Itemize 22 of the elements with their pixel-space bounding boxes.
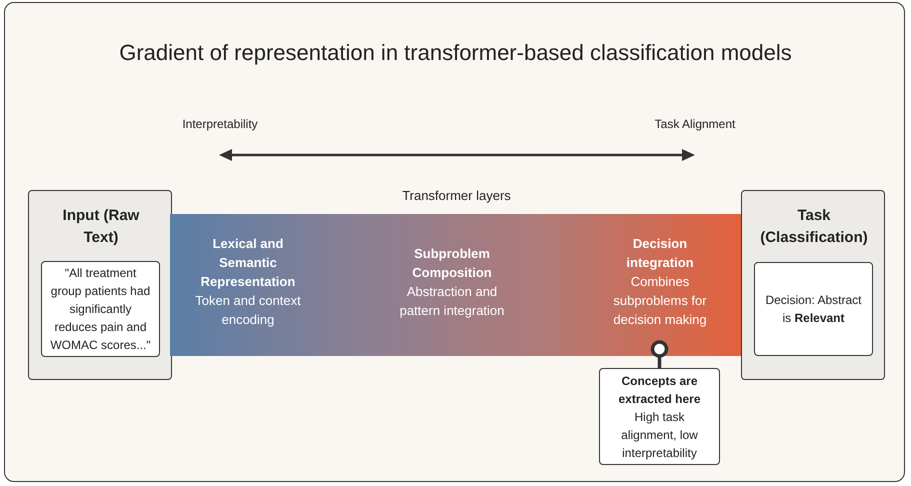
- section-text: Combines subproblems for decision making: [612, 273, 708, 329]
- section-text: Token and context encoding: [194, 292, 302, 329]
- section-heading: Decision integration: [625, 235, 695, 272]
- callout-text: High task alignment, low interpretability: [620, 408, 699, 462]
- decision-text: Decision: Abstract is Relevant: [764, 292, 863, 327]
- task-box: [741, 190, 885, 380]
- decision-box: [754, 262, 873, 356]
- quote-text: "All treatment group patients had significantly reduces pain and WOMAC scores...": [49, 265, 152, 354]
- input-box: [28, 190, 172, 380]
- band-heading: Transformer layers: [401, 188, 512, 203]
- section-heading: Subproblem Composition: [411, 245, 493, 282]
- axis-label: Interpretability: [181, 117, 259, 131]
- section-heading: Lexical and Semantic Representation: [200, 235, 296, 291]
- callout-heading: Concepts are extracted here: [617, 372, 702, 408]
- section-text: Abstraction and pattern integration: [398, 283, 506, 320]
- box-heading: Input (Raw Text): [62, 206, 140, 248]
- box-heading: Task (Classification): [759, 206, 869, 248]
- axis-label: Task Alignment: [654, 117, 736, 131]
- callout-box: [599, 368, 720, 465]
- title: Gradient of representation in transformer-based classification models: [118, 40, 793, 66]
- pin-connector: [650, 340, 668, 368]
- quote-box: [41, 261, 160, 357]
